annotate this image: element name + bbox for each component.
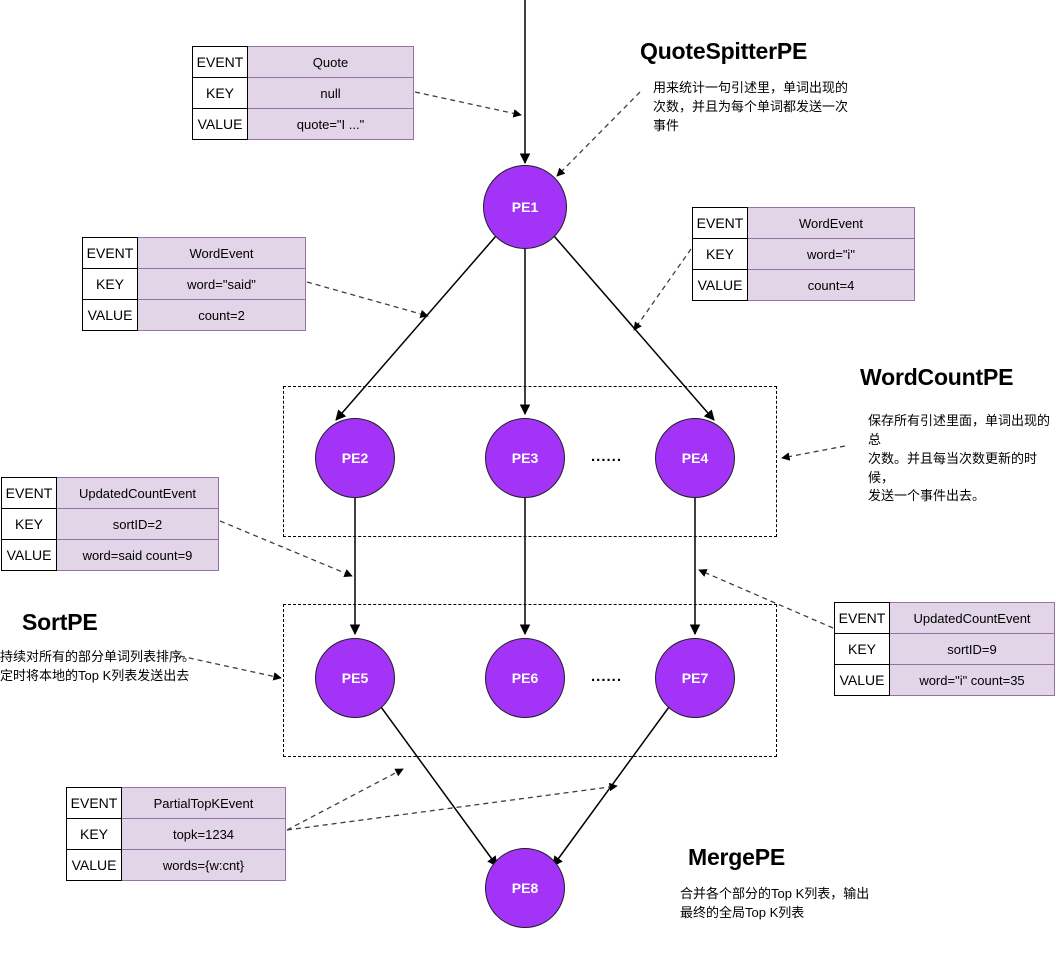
- pe-node-pe5[interactable]: PE5: [315, 638, 395, 718]
- table-row: EVENT PartialTopKEvent: [66, 787, 286, 819]
- cell-key-value: word="i": [747, 238, 915, 270]
- pe-node-pe2[interactable]: PE2: [315, 418, 395, 498]
- table-row: VALUE word=said count=9: [1, 539, 219, 571]
- table-row: KEY sortID=9: [834, 633, 1055, 665]
- section-title-merge: MergePE: [688, 844, 786, 870]
- pe-node-label: PE2: [341, 450, 369, 466]
- table-row: EVENT UpdatedCountEvent: [834, 602, 1055, 634]
- event-table-word-said: EVENT WordEvent KEY word="said" VALUE co…: [82, 237, 306, 331]
- table-row: VALUE quote="I ...": [192, 108, 414, 140]
- cell-event-value: PartialTopKEvent: [121, 787, 286, 819]
- sort-group-box: [283, 604, 777, 757]
- cell-key-value: null: [247, 77, 414, 109]
- section-title-quotespitter: QuoteSpitterPE: [640, 38, 808, 64]
- cell-key-value: word="said": [137, 268, 306, 300]
- cell-value-value: word="i" count=35: [889, 664, 1055, 696]
- row-label-key: KEY: [692, 238, 748, 270]
- section-title-sort: SortPE: [22, 609, 98, 635]
- row-label-event: EVENT: [1, 477, 57, 509]
- row-label-value: VALUE: [82, 299, 138, 331]
- pe-node-pe1[interactable]: PE1: [483, 165, 567, 249]
- annot-quote-to-input: [414, 91, 522, 118]
- pe-node-label: PE1: [511, 199, 539, 215]
- row-label-event: EVENT: [834, 602, 890, 634]
- row-label-event: EVENT: [192, 46, 248, 78]
- pe-node-pe8[interactable]: PE8: [485, 848, 565, 928]
- event-table-word-i: EVENT WordEvent KEY word="i" VALUE count…: [692, 207, 915, 301]
- table-row: VALUE words={w:cnt}: [66, 849, 286, 881]
- row-label-value: VALUE: [1, 539, 57, 571]
- cell-value-value: quote="I ...": [247, 108, 414, 140]
- row-label-value: VALUE: [192, 108, 248, 140]
- table-row: KEY sortID=2: [1, 508, 219, 540]
- section-title-wordcount: WordCountPE: [860, 364, 1014, 390]
- ellipsis-wordcount: ......: [591, 448, 623, 465]
- cell-key-value: topk=1234: [121, 818, 286, 850]
- row-label-event: EVENT: [692, 207, 748, 239]
- annot-partialtopk-to-pe7edge: [286, 782, 618, 831]
- annot-wordsaid-to-edge: [306, 281, 429, 319]
- cell-event-value: UpdatedCountEvent: [56, 477, 219, 509]
- section-caption-merge: 合并各个部分的Top K列表，输出 最终的全局Top K列表: [680, 886, 870, 920]
- row-label-event: EVENT: [66, 787, 122, 819]
- cell-value-value: words={w:cnt}: [121, 849, 286, 881]
- section-caption-sort: 持续对所有的部分单词列表排序。 定时将本地的Top K列表发送出去: [0, 649, 196, 683]
- table-row: VALUE count=4: [692, 269, 915, 301]
- table-row: EVENT Quote: [192, 46, 414, 78]
- pe-node-pe4[interactable]: PE4: [655, 418, 735, 498]
- annot-quotespitter-to-pe1: [556, 91, 641, 177]
- table-row: KEY topk=1234: [66, 818, 286, 850]
- table-row: KEY word="said": [82, 268, 306, 300]
- pe-node-label: PE8: [511, 880, 539, 896]
- pe-node-label: PE3: [511, 450, 539, 466]
- cell-value-value: count=4: [747, 269, 915, 301]
- table-row: EVENT WordEvent: [692, 207, 915, 239]
- pe-node-label: PE5: [341, 670, 369, 686]
- ellipsis-sort: ......: [591, 668, 623, 685]
- table-row: EVENT WordEvent: [82, 237, 306, 269]
- cell-event-value: WordEvent: [747, 207, 915, 239]
- row-label-key: KEY: [82, 268, 138, 300]
- annot-wordcount-to-pe4: [781, 445, 846, 461]
- event-table-quote: EVENT Quote KEY null VALUE quote="I ...": [192, 46, 414, 140]
- event-table-partial-topk: EVENT PartialTopKEvent KEY topk=1234 VAL…: [66, 787, 286, 881]
- cell-key-value: sortID=2: [56, 508, 219, 540]
- event-table-updated-sort9: EVENT UpdatedCountEvent KEY sortID=9 VAL…: [834, 602, 1055, 696]
- cell-event-value: UpdatedCountEvent: [889, 602, 1055, 634]
- row-label-key: KEY: [834, 633, 890, 665]
- pe-node-pe6[interactable]: PE6: [485, 638, 565, 718]
- pe-node-pe7[interactable]: PE7: [655, 638, 735, 718]
- row-label-value: VALUE: [66, 849, 122, 881]
- table-row: EVENT UpdatedCountEvent: [1, 477, 219, 509]
- cell-key-value: sortID=9: [889, 633, 1055, 665]
- annot-partialtopk-to-pe5edge: [286, 768, 404, 831]
- row-label-value: VALUE: [692, 269, 748, 301]
- cell-event-value: WordEvent: [137, 237, 306, 269]
- row-label-key: KEY: [1, 508, 57, 540]
- row-label-event: EVENT: [82, 237, 138, 269]
- pe-node-pe3[interactable]: PE3: [485, 418, 565, 498]
- cell-value-value: count=2: [137, 299, 306, 331]
- table-row: KEY word="i": [692, 238, 915, 270]
- pe-node-label: PE4: [681, 450, 709, 466]
- row-label-key: KEY: [66, 818, 122, 850]
- section-caption-quotespitter: 用来统计一句引述里，单词出现的 次数，并且为每个单词都发送一次 事件: [653, 80, 849, 133]
- event-table-updated-sort2: EVENT UpdatedCountEvent KEY sortID=2 VAL…: [1, 477, 219, 571]
- cell-value-value: word=said count=9: [56, 539, 219, 571]
- table-row: KEY null: [192, 77, 414, 109]
- cell-event-value: Quote: [247, 46, 414, 78]
- pe-node-label: PE6: [511, 670, 539, 686]
- wordcount-group-box: [283, 386, 777, 537]
- row-label-value: VALUE: [834, 664, 890, 696]
- table-row: VALUE word="i" count=35: [834, 664, 1055, 696]
- section-caption-wordcount: 保存所有引述里面，单词出现的总 次数。并且每当次数更新的时候， 发送一个事件出去…: [868, 413, 1051, 504]
- annot-wordi-to-edge: [633, 248, 692, 331]
- row-label-key: KEY: [192, 77, 248, 109]
- pe-node-label: PE7: [681, 670, 709, 686]
- table-row: VALUE count=2: [82, 299, 306, 331]
